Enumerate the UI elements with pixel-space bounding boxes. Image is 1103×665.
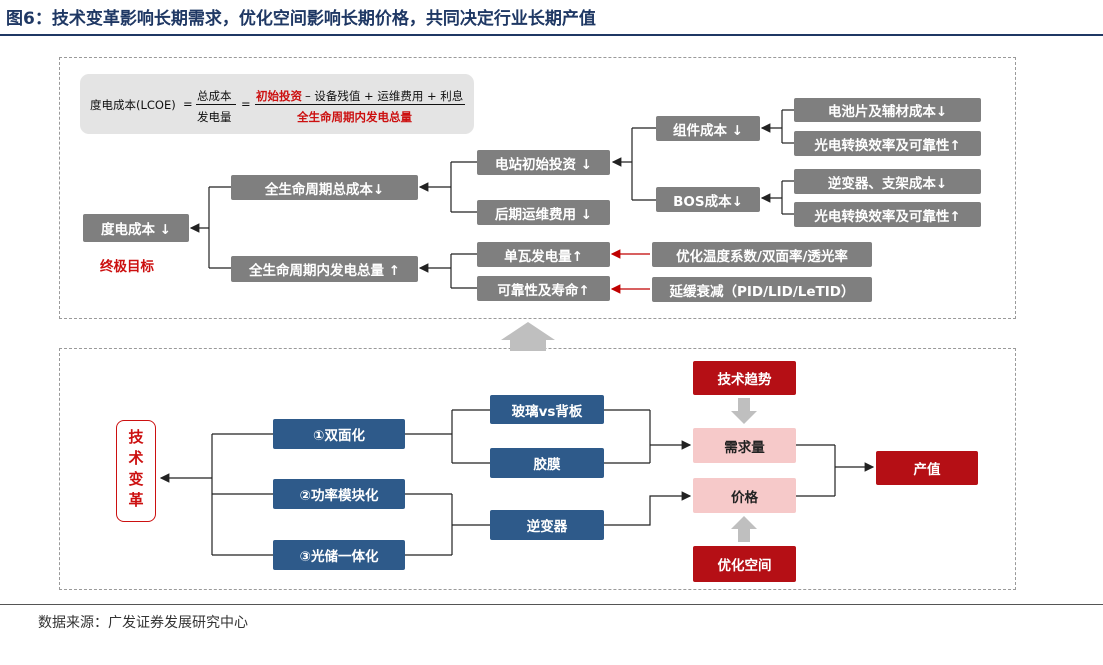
upper-panel bbox=[59, 57, 1016, 319]
fraction-bar-1 bbox=[196, 104, 236, 105]
tech-trend-box: 技术趋势 bbox=[693, 361, 796, 395]
footer-rule bbox=[0, 604, 1103, 605]
lcoe-formula: 度电成本(LCOE) = 总成本 发电量 = 初始投资 – 设备残值 + 运维费… bbox=[80, 74, 474, 134]
formula-lhs: 度电成本(LCOE) bbox=[90, 98, 176, 112]
module-cost-box: 组件成本 ↓ bbox=[656, 116, 760, 141]
formula-equals-2: = bbox=[241, 97, 251, 111]
initial-investment-box: 电站初始投资 ↓ bbox=[477, 150, 610, 175]
film-box: 胶膜 bbox=[490, 448, 604, 478]
inverter-box: 逆变器 bbox=[490, 510, 604, 540]
inverter-bracket-cost-box: 逆变器、支架成本↓ bbox=[794, 169, 981, 194]
formula-numerator-rest: – 设备残值 + 运维费用 + 利息 bbox=[305, 89, 464, 103]
efficiency-reliability-box-2: 光电转换效率及可靠性↑ bbox=[794, 202, 981, 227]
bos-cost-box: BOS成本↓ bbox=[656, 187, 760, 212]
price-box: 价格 bbox=[693, 478, 796, 513]
temperature-coefficient-box: 优化温度系数/双面率/透光率 bbox=[652, 242, 872, 267]
formula-denominator-2: 全生命周期内发电总量 bbox=[297, 110, 412, 124]
unit-generation-box: 单瓦发电量↑ bbox=[477, 242, 610, 267]
output-value-box: 产值 bbox=[876, 451, 978, 485]
formula-initial-investment: 初始投资 bbox=[256, 89, 302, 103]
total-cost-box: 全生命周期总成本↓ bbox=[231, 175, 418, 200]
demand-box: 需求量 bbox=[693, 428, 796, 463]
source-note: 数据来源：广发证券发展研究中心 bbox=[38, 615, 248, 631]
power-module-box: ②功率模块化 bbox=[273, 479, 405, 509]
bifacial-box: ①双面化 bbox=[273, 419, 405, 449]
lcoe-box: 度电成本 ↓ bbox=[83, 214, 189, 242]
reliability-box: 可靠性及寿命↑ bbox=[477, 276, 610, 301]
degradation-box: 延缓衰减（PID/LID/LeTID） bbox=[652, 277, 872, 302]
formula-equals-1: = bbox=[183, 97, 193, 111]
om-cost-box: 后期运维费用 ↓ bbox=[477, 200, 610, 225]
efficiency-reliability-box-1: 光电转换效率及可靠性↑ bbox=[794, 131, 981, 156]
storage-integration-box: ③光储一体化 bbox=[273, 540, 405, 570]
cell-cost-box: 电池片及辅材成本↓ bbox=[794, 98, 981, 122]
tech-change-box: 技术变革 bbox=[116, 420, 156, 522]
glass-vs-backsheet-box: 玻璃vs背板 bbox=[490, 395, 604, 424]
optimization-space-box: 优化空间 bbox=[693, 546, 796, 582]
total-generation-box: 全生命周期内发电总量 ↑ bbox=[231, 256, 418, 282]
formula-numerator-1: 总成本 bbox=[197, 89, 232, 103]
fraction-bar-2 bbox=[255, 104, 465, 105]
title-rule bbox=[0, 34, 1103, 36]
ultimate-goal-label: 终极目标 bbox=[100, 259, 154, 275]
figure-title: 图6：技术变革影响长期需求，优化空间影响长期价格，共同决定行业长期产值 bbox=[6, 9, 596, 29]
formula-denominator-1: 发电量 bbox=[197, 110, 232, 124]
